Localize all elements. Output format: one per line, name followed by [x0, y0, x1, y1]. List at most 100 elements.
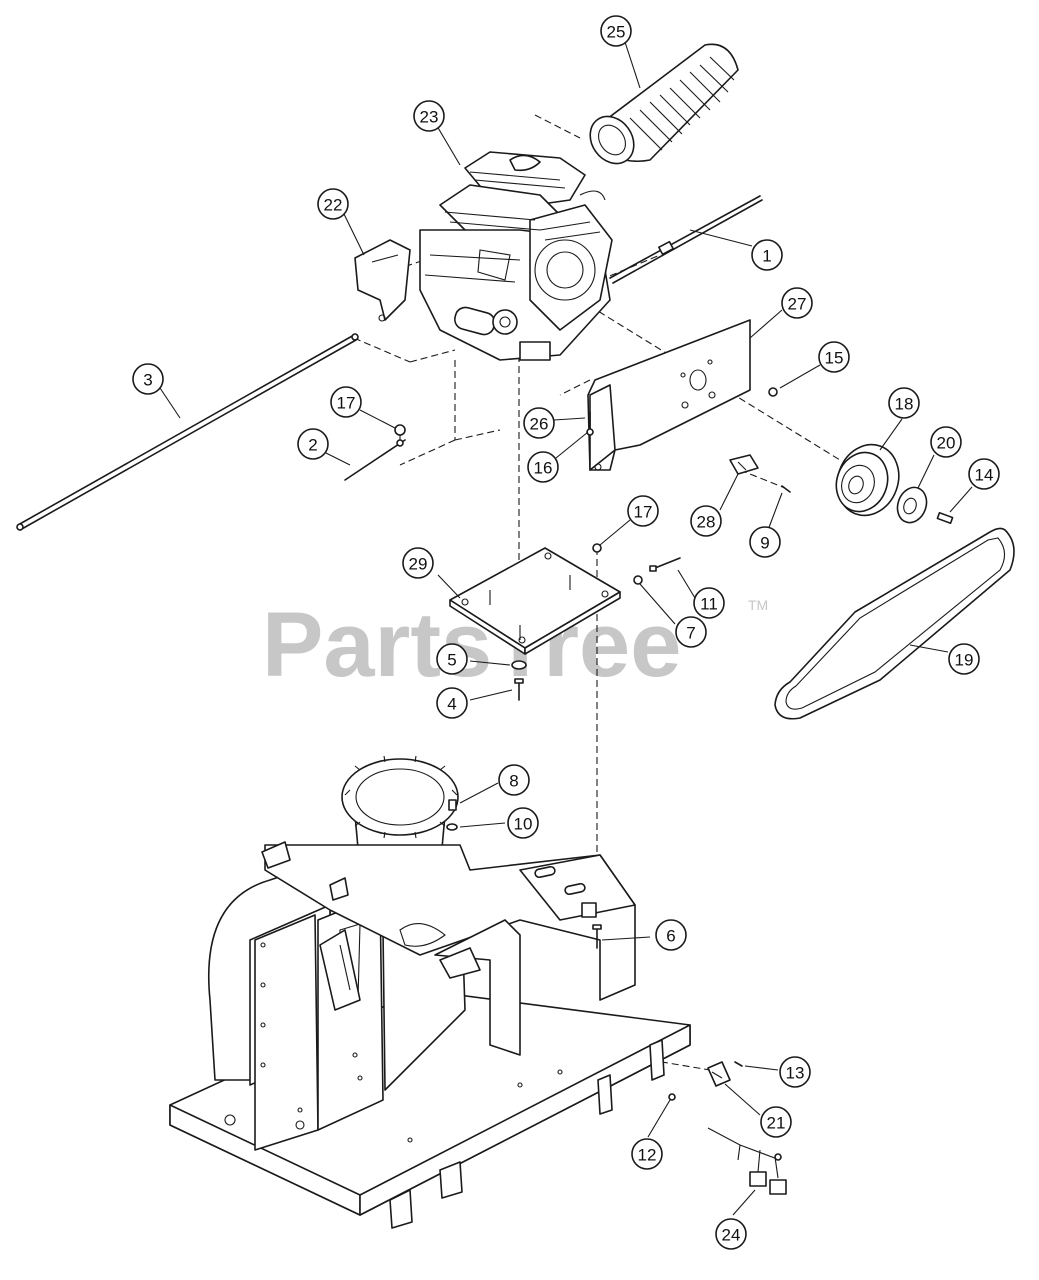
callout-4: 4	[436, 687, 468, 719]
callout-number: 23	[420, 108, 439, 127]
callout-circle	[749, 526, 781, 558]
callout-21: 21	[760, 1106, 792, 1138]
long-rod	[16, 333, 359, 531]
callout-number: 7	[686, 624, 695, 643]
engine-mount-plate	[449, 547, 621, 655]
callout-circle	[436, 643, 468, 675]
muffler-heat-shield	[589, 43, 739, 165]
callout-circle	[436, 687, 468, 719]
callout-circle	[968, 458, 1000, 490]
callout-number: 5	[447, 651, 456, 670]
callout-circle	[779, 1056, 811, 1088]
callout-number: 18	[895, 395, 914, 414]
callout-circle	[693, 587, 725, 619]
callout-circle	[507, 807, 539, 839]
callout-circle	[523, 407, 555, 439]
callout-number: 8	[509, 772, 518, 791]
callout-12: 12	[631, 1138, 663, 1170]
callout-19: 19	[948, 643, 980, 675]
callout-number: 14	[975, 466, 994, 485]
screw-13	[734, 1061, 743, 1067]
watermark-trademark: TM	[748, 597, 768, 613]
callout-25: 25	[600, 15, 632, 47]
washer-10	[446, 823, 458, 831]
callout-number: 1	[762, 247, 771, 266]
callout-number: 13	[786, 1064, 805, 1083]
short-rod-2	[344, 439, 406, 481]
callout-circle	[818, 341, 850, 373]
callout-9: 9	[749, 526, 781, 558]
callout-18: 18	[888, 387, 920, 419]
callout-10: 10	[507, 807, 539, 839]
callout-number: 19	[955, 651, 974, 670]
callout-14: 14	[968, 458, 1000, 490]
callout-6: 6	[655, 919, 687, 951]
wire-harness	[707, 1127, 787, 1195]
callout-circle	[888, 387, 920, 419]
callout-number: 6	[666, 927, 675, 946]
callout-number: 24	[722, 1226, 741, 1245]
leader-lines	[159, 41, 973, 1216]
callout-circle	[760, 1106, 792, 1138]
callout-circle	[402, 547, 434, 579]
nut-17-lower	[592, 543, 602, 553]
callout-circle	[527, 451, 559, 483]
engine	[419, 151, 613, 361]
clip-28	[729, 454, 759, 475]
nut-15	[768, 387, 778, 397]
bolt-8	[448, 799, 457, 811]
callout-16: 16	[527, 451, 559, 483]
callout-5: 5	[436, 643, 468, 675]
callout-circle	[297, 428, 329, 460]
upper-rod	[609, 195, 763, 284]
callout-8: 8	[498, 764, 530, 796]
callout-circle	[930, 426, 962, 458]
callout-number: 20	[937, 434, 956, 453]
callout-circle	[655, 919, 687, 951]
callout-circle	[631, 1138, 663, 1170]
callout-number: 12	[638, 1146, 657, 1165]
callout-7: 7	[675, 616, 707, 648]
callout-2: 2	[297, 428, 329, 460]
callout-number: 27	[788, 295, 807, 314]
callout-11: 11	[693, 587, 725, 619]
bolt-6	[592, 924, 602, 949]
callout-number: 17	[634, 503, 653, 522]
callout-17: 17	[330, 386, 362, 418]
callout-29: 29	[402, 547, 434, 579]
callout-27: 27	[781, 287, 813, 319]
callout-number: 25	[607, 23, 626, 42]
callout-number: 2	[308, 436, 317, 455]
key	[936, 511, 954, 525]
screw-9	[781, 485, 791, 493]
bolt-4	[514, 678, 524, 701]
bolt-11	[649, 557, 681, 572]
callout-number: 29	[409, 555, 428, 574]
callout-number: 11	[700, 595, 718, 614]
callout-1: 1	[751, 239, 783, 271]
callout-20: 20	[930, 426, 962, 458]
callout-23: 23	[413, 100, 445, 132]
callout-circle	[132, 363, 164, 395]
callout-24: 24	[715, 1218, 747, 1250]
callout-number: 3	[143, 371, 152, 390]
callout-circle	[675, 616, 707, 648]
callout-17: 17	[627, 495, 659, 527]
callout-13: 13	[779, 1056, 811, 1088]
callout-number: 9	[760, 534, 769, 553]
v-belt	[774, 527, 1015, 720]
callout-circle	[627, 495, 659, 527]
callout-number: 15	[825, 349, 844, 368]
callout-number: 26	[530, 415, 549, 434]
clip-21	[707, 1061, 731, 1087]
callout-circle	[781, 287, 813, 319]
callout-circle	[715, 1218, 747, 1250]
callout-number: 22	[324, 196, 343, 215]
callout-number: 21	[767, 1114, 786, 1133]
callout-balloons: 2523221271531726216182014289172911719548…	[132, 15, 1000, 1250]
callout-26: 26	[523, 407, 555, 439]
pulley	[835, 443, 900, 517]
callout-circle	[600, 15, 632, 47]
